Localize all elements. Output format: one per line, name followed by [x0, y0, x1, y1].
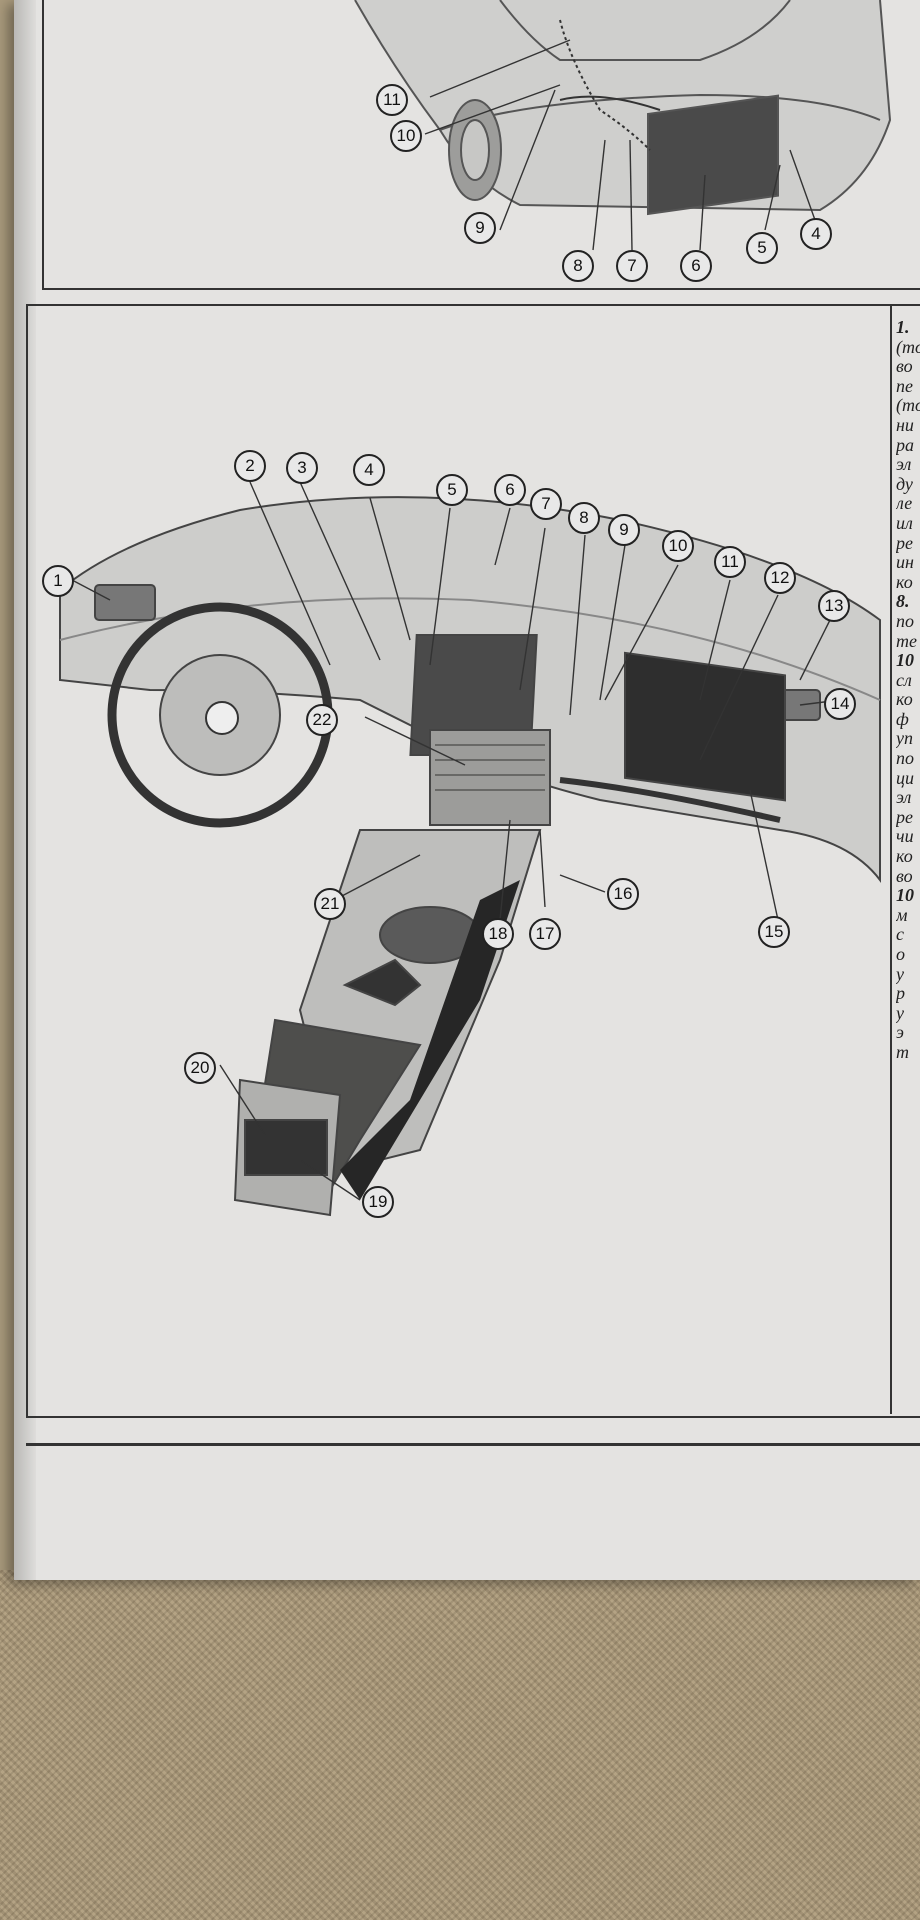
side-text-line: по	[896, 748, 914, 769]
side-text-line: ин	[896, 552, 914, 573]
side-text-line: 8.	[896, 591, 910, 612]
carpet-background	[0, 1570, 920, 1920]
page-edge	[14, 0, 36, 1580]
column-separator	[890, 306, 892, 1414]
callout-8: 8	[568, 502, 600, 534]
top-leader-lines	[424, 39, 816, 251]
side-text-line: т	[896, 1041, 909, 1062]
side-text-line: во	[896, 865, 913, 886]
side-text-line: э	[896, 1022, 904, 1043]
side-text-column: 1. (то во пе (то ни ра эл ду ле ил ре ин…	[896, 318, 920, 1063]
dashboard-illustration	[59, 496, 881, 1217]
side-text-line: во	[896, 356, 913, 377]
car-rear-illustration	[354, 0, 892, 216]
callout-3: 3	[286, 452, 318, 484]
side-text-line: по	[896, 610, 914, 631]
side-text-line: эл	[896, 454, 912, 475]
callout-20: 20	[184, 1052, 216, 1084]
callout-10: 10	[662, 530, 694, 562]
side-text-line: с	[896, 924, 904, 945]
side-text-line: ко	[896, 689, 913, 710]
side-text-line: пе	[896, 375, 913, 396]
callout-22: 22	[306, 704, 338, 736]
callout-21: 21	[314, 888, 346, 920]
side-text-line: ил	[896, 512, 913, 533]
side-text-line: 10	[896, 650, 914, 671]
side-text-line: у	[896, 1002, 904, 1023]
callout-top-11: 11	[376, 84, 408, 116]
side-text-line: 10	[896, 885, 914, 906]
callout-top-5: 5	[746, 232, 778, 264]
callout-top-4: 4	[800, 218, 832, 250]
callout-19: 19	[362, 1186, 394, 1218]
side-text-line: сл	[896, 669, 912, 690]
callout-2: 2	[234, 450, 266, 482]
callout-6: 6	[494, 474, 526, 506]
callout-13: 13	[818, 590, 850, 622]
callout-14: 14	[824, 688, 856, 720]
top-figure-frame	[42, 0, 920, 290]
side-text-line: ни	[896, 414, 914, 435]
side-text-line: те	[896, 630, 917, 651]
callout-11: 11	[714, 546, 746, 578]
main-figure-frame	[26, 304, 920, 1418]
callout-top-6: 6	[680, 250, 712, 282]
callout-4: 4	[353, 454, 385, 486]
callout-1: 1	[42, 565, 74, 597]
main-leader-lines	[71, 481, 841, 1201]
side-text-line: (то	[896, 336, 920, 357]
side-text-line: (то	[896, 395, 920, 416]
callout-16: 16	[607, 878, 639, 910]
side-text-line: ле	[896, 493, 913, 514]
side-text-line: ко	[896, 571, 913, 592]
side-text-line: ре	[896, 532, 913, 553]
side-text-line: уп	[896, 728, 913, 749]
bottom-rule	[26, 1443, 920, 1446]
callout-7: 7	[530, 488, 562, 520]
callout-5: 5	[436, 474, 468, 506]
side-text-line: ф	[896, 708, 909, 729]
side-text-line: 1.	[896, 318, 910, 337]
callout-15: 15	[758, 916, 790, 948]
side-text-line: ко	[896, 846, 913, 867]
side-text-line: у	[896, 963, 904, 984]
callout-top-7: 7	[616, 250, 648, 282]
callout-top-9: 9	[464, 212, 496, 244]
side-text-line: о	[896, 944, 905, 964]
callout-top-8: 8	[562, 250, 594, 282]
callout-17: 17	[529, 918, 561, 950]
side-text-line: ра	[896, 434, 914, 455]
side-text-line: р	[896, 983, 905, 1004]
side-text-line: ду	[896, 473, 913, 494]
side-text-line: чи	[896, 826, 914, 847]
side-text-line: эл	[896, 787, 912, 808]
callout-9: 9	[608, 514, 640, 546]
side-text-line: ци	[896, 767, 914, 788]
callout-top-10: 10	[390, 120, 422, 152]
side-text-line: м	[896, 904, 908, 925]
callout-18: 18	[482, 918, 514, 950]
side-text-line: ре	[896, 806, 913, 827]
callout-12: 12	[764, 562, 796, 594]
